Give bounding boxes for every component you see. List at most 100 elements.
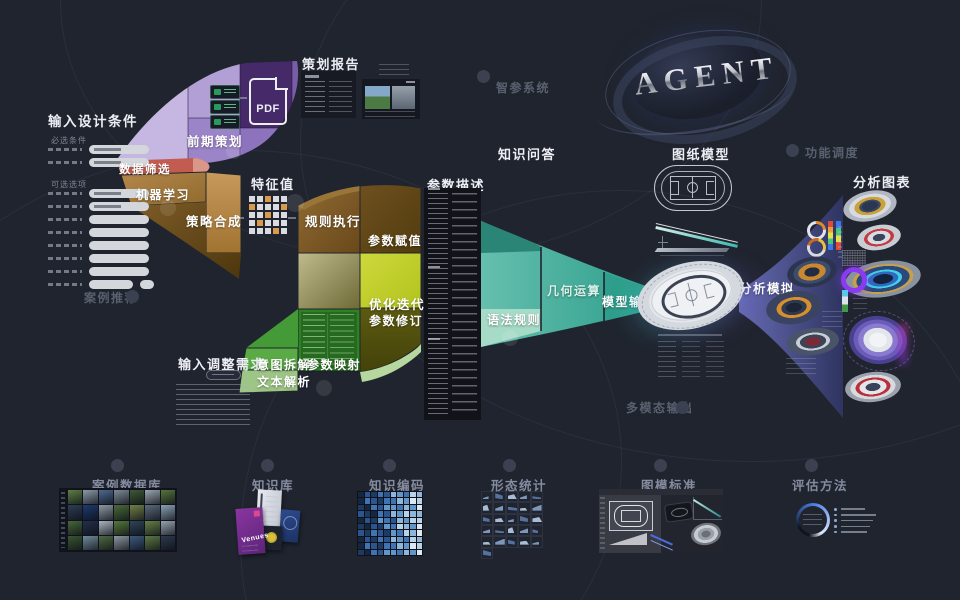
section-drawing <box>650 218 740 260</box>
condition-input[interactable] <box>89 267 149 276</box>
condition-input[interactable] <box>89 228 149 237</box>
encoding-cell <box>358 511 364 517</box>
encoding-cell <box>416 517 422 523</box>
field-label <box>48 270 82 273</box>
morphology-cell <box>505 513 519 525</box>
feature-grid <box>249 196 287 234</box>
encoding-cell <box>390 504 396 511</box>
encoding-cell <box>384 492 390 498</box>
encoding-cell <box>384 543 390 549</box>
encoding-cell <box>416 530 422 536</box>
encoding-cell <box>390 492 396 498</box>
case-thumbnail <box>98 535 114 550</box>
encoding-cell <box>397 543 403 549</box>
cell-optimization-label: 优化迭代 <box>369 298 426 312</box>
case-thumbnail <box>129 505 145 520</box>
condition-input[interactable] <box>89 145 149 154</box>
encoding-cell <box>371 511 377 517</box>
case-thumbnail <box>145 505 160 520</box>
feature-pixel <box>281 220 287 226</box>
feature-pixel <box>265 196 271 202</box>
morphology-cell <box>481 547 494 559</box>
encoding-cell <box>371 536 377 543</box>
adjustment-button[interactable] <box>206 370 241 380</box>
feature-value-heading: 特征值 <box>251 177 295 192</box>
encoding-cell <box>403 492 409 498</box>
encoding-cell <box>384 504 390 511</box>
cell-rule-highlight <box>298 186 360 210</box>
book-venues: Venues <box>235 507 269 555</box>
field-label <box>48 148 82 151</box>
encoding-cell <box>390 549 396 555</box>
feature-pixel <box>265 212 271 218</box>
cell-head-lower <box>240 128 292 163</box>
case-thumbnail <box>129 535 145 550</box>
encoding-cell <box>410 524 416 530</box>
encoding-cell <box>416 511 422 517</box>
encoding-cell <box>377 511 383 517</box>
encoding-cell <box>416 498 422 504</box>
encoding-cell <box>384 530 390 536</box>
feature-pixel <box>249 212 255 218</box>
pdf-icon: PDF <box>249 77 288 125</box>
condition-input[interactable] <box>89 241 149 250</box>
condition-input[interactable] <box>89 280 133 289</box>
case-thumbnail <box>129 490 145 505</box>
page-title: 输入设计条件 <box>48 114 138 129</box>
color-scale-bar <box>842 290 848 312</box>
case-thumbnail <box>160 535 175 550</box>
morphology-cell <box>518 491 531 503</box>
form-required-label: 必选条件 <box>51 136 87 145</box>
card-chip-icon <box>214 104 221 110</box>
form-optional-rows <box>48 189 158 280</box>
encoding-cell <box>403 517 409 523</box>
feature-pixel <box>273 196 279 202</box>
encoding-cell <box>371 492 377 498</box>
encoding-cell <box>403 504 409 511</box>
encoding-cell <box>358 498 364 504</box>
form-row <box>48 241 158 250</box>
morphology-cell <box>481 524 494 537</box>
form-row <box>48 145 158 154</box>
plan-card <box>210 115 240 129</box>
condition-input[interactable] <box>89 158 149 167</box>
encoding-cell <box>403 498 409 504</box>
condition-input[interactable] <box>89 189 149 198</box>
evaluation-item <box>834 513 878 517</box>
condition-input[interactable] <box>89 215 149 224</box>
encoding-cell <box>371 524 377 530</box>
encoding-cell <box>358 524 364 530</box>
form-row <box>48 202 158 211</box>
cad-blue-lines <box>650 531 673 551</box>
encoding-cell <box>384 517 390 523</box>
feature-pixel <box>249 204 255 210</box>
morphology-cell <box>493 513 506 525</box>
cell-strategy-synthesis-label: 策略合成 <box>186 215 243 229</box>
orbit-dot <box>126 290 139 303</box>
condition-input[interactable] <box>89 202 149 211</box>
feature-pixel <box>257 220 263 226</box>
condition-button[interactable] <box>140 280 154 289</box>
case-thumbnail <box>145 535 160 550</box>
cell-data-filtering-tip <box>193 158 210 173</box>
feature-pixel <box>273 220 279 226</box>
morphology-cell <box>530 502 543 514</box>
bottom-label-evaluation-method: 评估方法 <box>792 479 849 493</box>
feature-pixel <box>273 204 279 210</box>
encoding-cell <box>364 517 370 523</box>
purple-ring-chart <box>841 267 867 293</box>
form-row <box>48 158 158 167</box>
morphology-cell <box>505 502 519 514</box>
field-label <box>48 231 82 234</box>
case-database-panel <box>59 488 177 552</box>
condition-input[interactable] <box>89 254 149 263</box>
form-optional-label: 可选选项 <box>51 180 87 189</box>
encoding-cell <box>358 492 364 498</box>
model-data-table <box>658 334 728 378</box>
encoding-cell <box>371 517 377 523</box>
drawing-model-heading: 图纸模型 <box>672 147 731 162</box>
cell-data-filtering-label: 数据筛选 <box>119 164 171 176</box>
evaluation-item <box>834 519 878 522</box>
field-label <box>48 205 82 208</box>
encoding-cell <box>377 517 383 523</box>
